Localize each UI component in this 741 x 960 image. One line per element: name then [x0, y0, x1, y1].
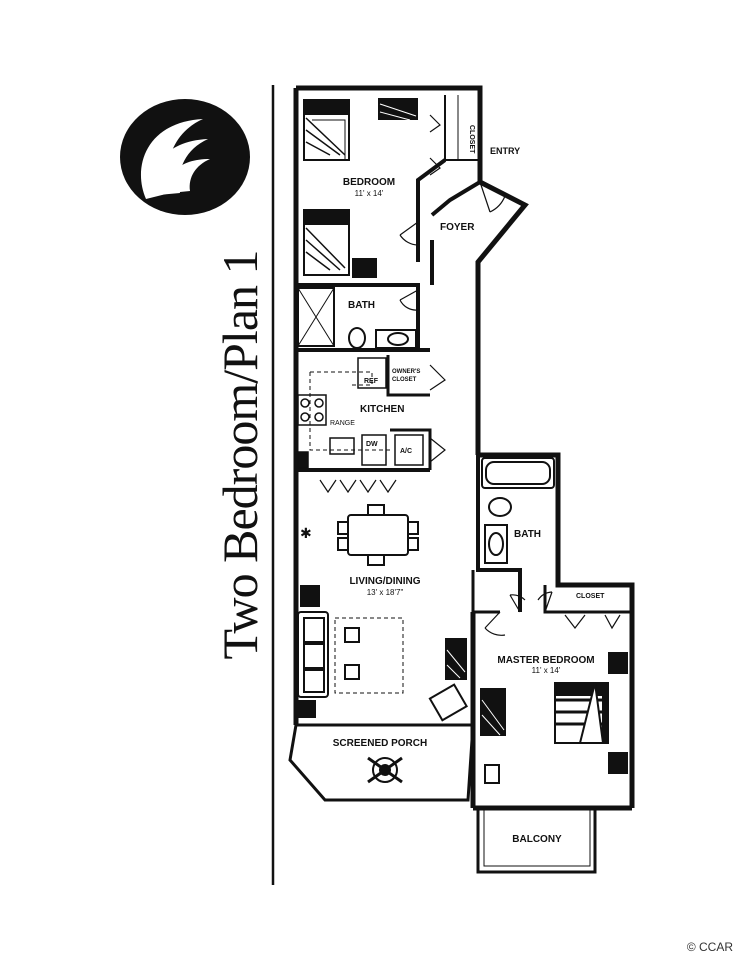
master-label: MASTER BEDROOM — [497, 655, 594, 666]
svg-text:✱: ✱ — [300, 525, 312, 541]
company-logo — [120, 99, 250, 215]
twin-bed-2 — [303, 209, 350, 276]
ref-label: REF — [364, 378, 379, 385]
dining-table — [337, 504, 419, 566]
twin-bed-1 — [303, 99, 350, 161]
bath-2-label: BATH — [514, 529, 541, 540]
range-label: RANGE — [330, 420, 355, 427]
closet-master-label: CLOSET — [576, 593, 605, 600]
owners-closet-label-1: OWNER'S — [392, 369, 420, 375]
entry-label: ENTRY — [490, 146, 520, 156]
credit-text: © CCAR — [686, 940, 733, 954]
kitchen-label: KITCHEN — [360, 404, 404, 415]
owners-closet-label-2: CLOSET — [392, 377, 417, 383]
outer-wall-foyer — [475, 179, 529, 455]
porch-table — [367, 756, 403, 784]
living-label: LIVING/DINING — [349, 576, 420, 587]
ac-label: A/C — [400, 448, 412, 455]
balcony-label: BALCONY — [512, 834, 562, 845]
closet-top-label: CLOSET — [468, 125, 475, 154]
master-bed — [484, 682, 609, 784]
bath2-wall — [478, 452, 635, 808]
title-divider — [271, 85, 275, 885]
outer-wall-top — [296, 85, 483, 182]
porch-label: SCREENED PORCH — [333, 738, 427, 749]
foyer-label: FOYER — [440, 222, 475, 233]
dw-label: DW — [366, 441, 378, 448]
bedroom-dims: 11' x 14' — [355, 189, 384, 198]
sofa — [297, 611, 468, 722]
master-dims: 11' x 14' — [532, 666, 561, 675]
bath-1-label: BATH — [348, 300, 375, 311]
bath2-left-wall — [476, 455, 522, 612]
bedroom-label: BEDROOM — [343, 177, 395, 188]
living-dims: 13' x 18'7" — [367, 588, 404, 597]
